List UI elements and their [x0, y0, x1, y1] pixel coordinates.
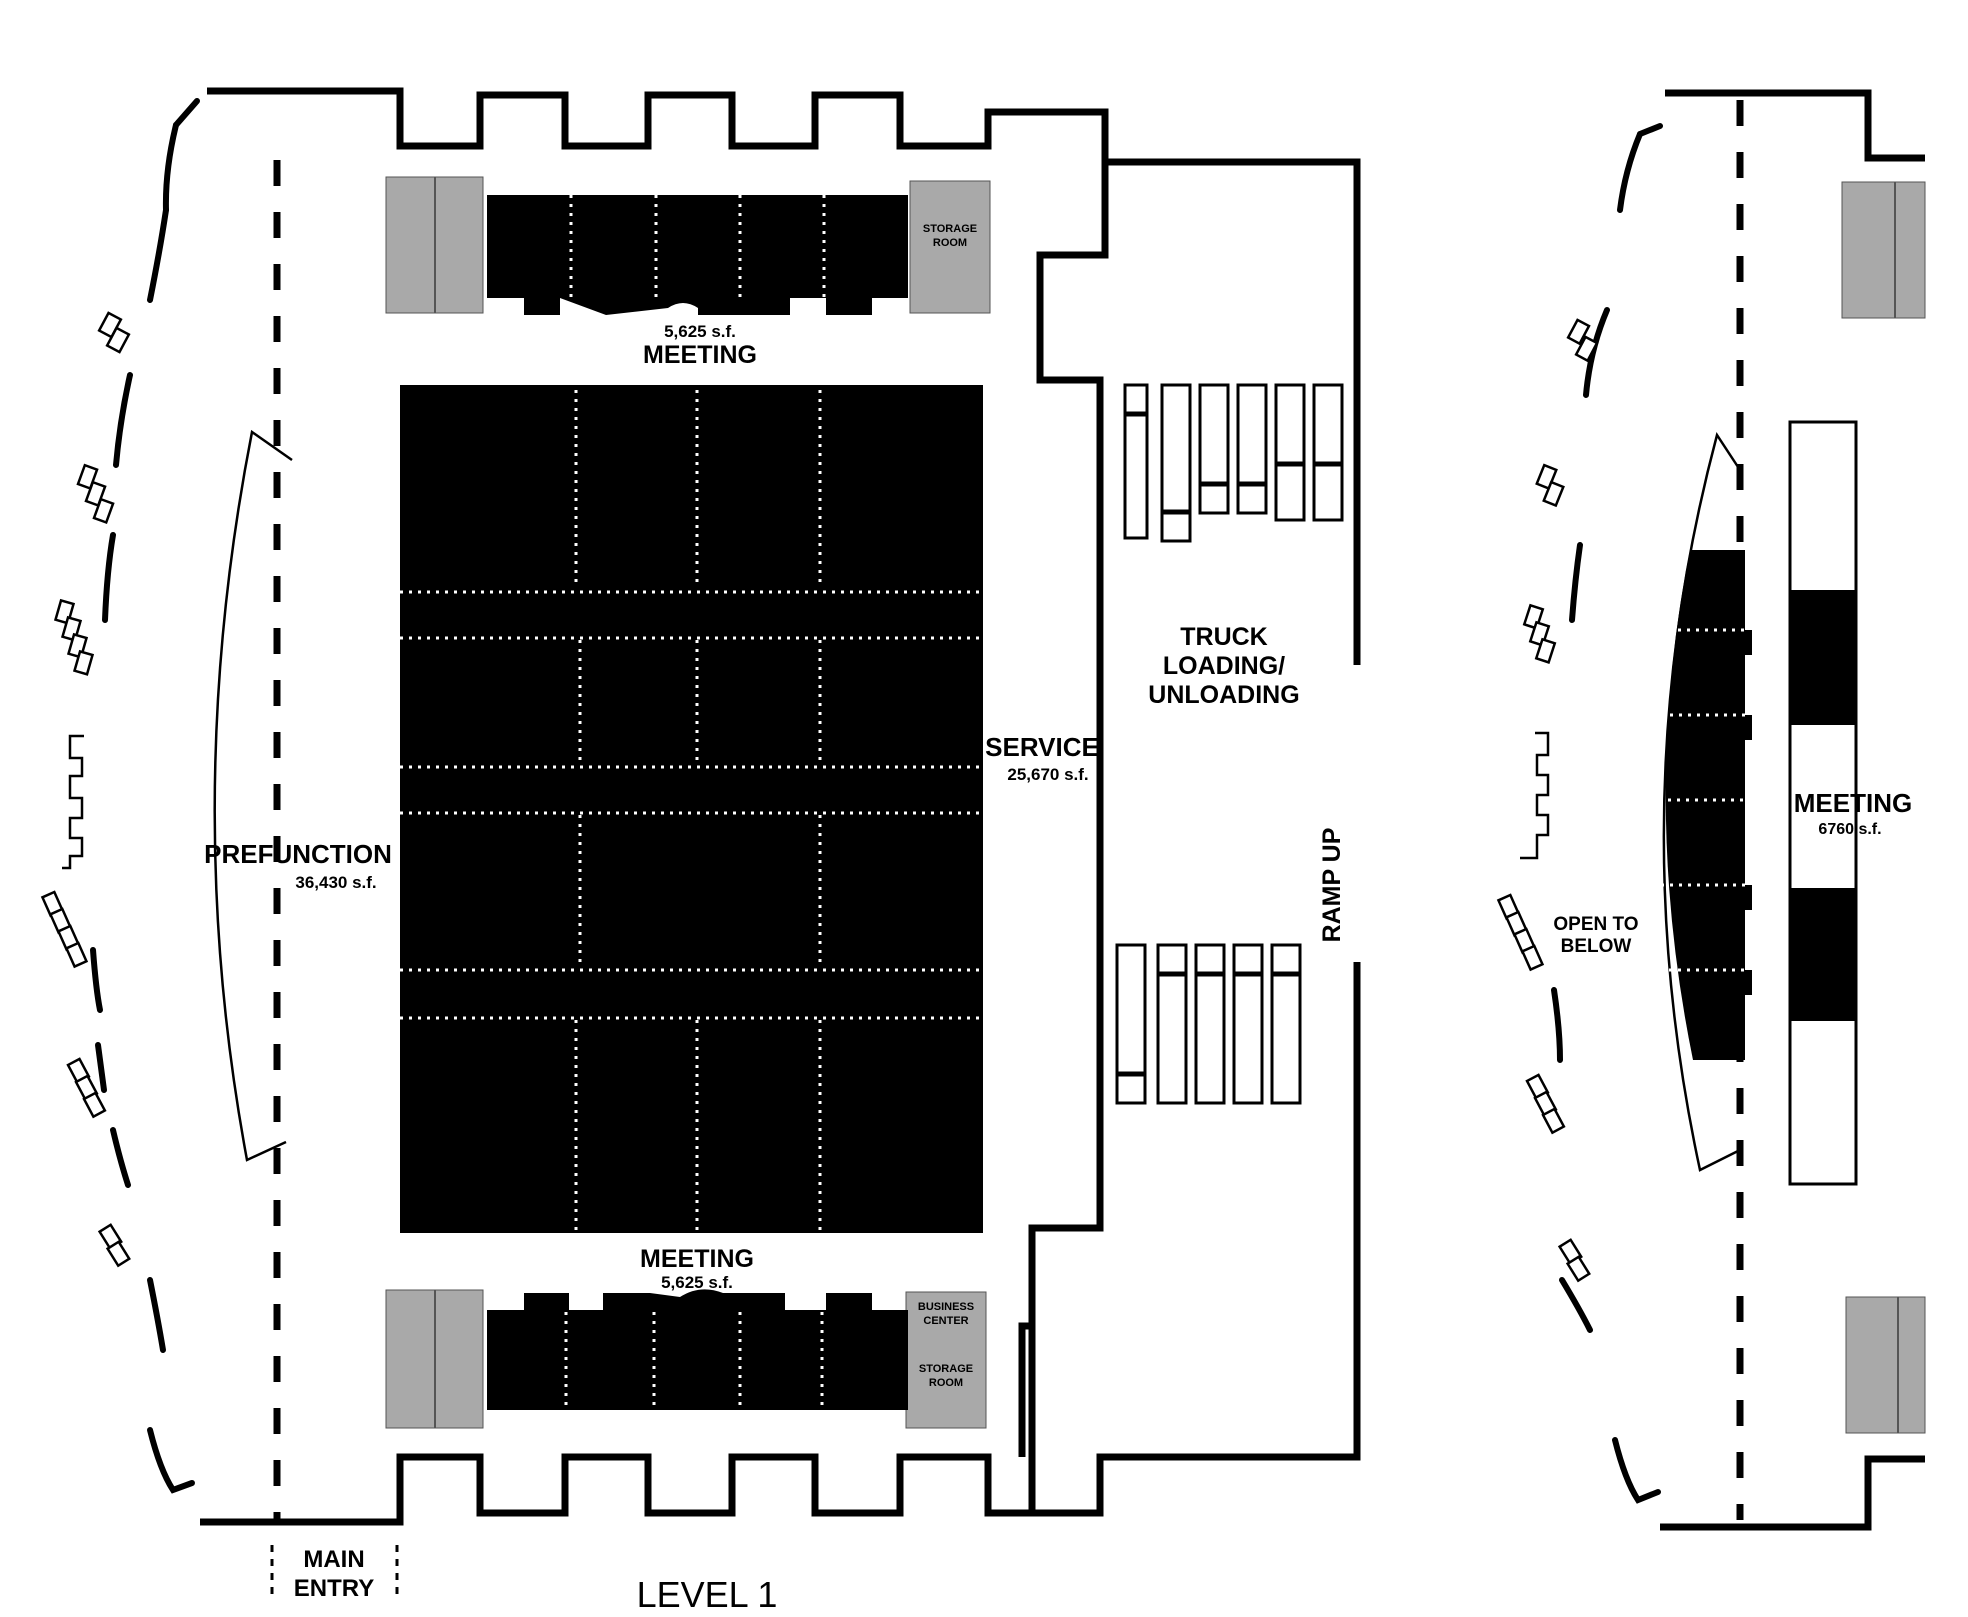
storage-top-line2: ROOM [933, 237, 967, 249]
upper-level-outline-top [1665, 89, 1925, 162]
building-outline-top [207, 87, 1361, 665]
business-storage-bottom [905, 1291, 987, 1429]
prefunction-name: PREFUNCTION [204, 839, 392, 869]
upper-facade-bracket [1520, 731, 1550, 860]
upper-storage-top [1841, 181, 1926, 319]
service-name: SERVICE [985, 732, 1099, 762]
truck-bays-upper [1123, 383, 1344, 543]
storage-bottom-line1: STORAGE [919, 1363, 973, 1375]
upper-level-outline-bottom [1660, 1455, 1925, 1531]
business-center-line1: BUSINESS [918, 1301, 974, 1313]
meeting-bottom-room [487, 1289, 908, 1410]
storage-room-top [909, 180, 991, 314]
service-wall-lower [1022, 1322, 1036, 1513]
exhibit-hall [400, 385, 983, 1233]
upper-meeting-rooms [1665, 550, 1745, 1060]
upper-meeting-dark-bottom [1790, 888, 1856, 1021]
upper-meeting-area: 6760 s.f. [1818, 821, 1881, 838]
building-outline-bottom [200, 962, 1361, 1526]
service-area: 25,670 s.f. [1007, 765, 1088, 784]
facade-windows [40, 311, 131, 1268]
meeting-top-name: MEETING [643, 341, 757, 369]
facade-bracket [62, 734, 84, 870]
upper-meeting-dark-top [1790, 590, 1856, 725]
facade-curve [90, 98, 200, 1494]
truck-line2: LOADING/ [1163, 652, 1285, 680]
truck-line1: TRUCK [1180, 623, 1268, 651]
meeting-top-area: 5,625 s.f. [664, 322, 736, 341]
storage-bottom-line2: ROOM [929, 1377, 963, 1389]
truck-line3: UNLOADING [1148, 681, 1299, 709]
meeting-bottom-area: 5,625 s.f. [661, 1273, 733, 1292]
truck-bays-lower [1115, 943, 1302, 1105]
upper-meeting-name: MEETING [1794, 788, 1912, 818]
ramp-up: RAMP UP [1318, 828, 1346, 943]
storage-top-line1: STORAGE [923, 223, 977, 235]
meeting-bottom-name: MEETING [640, 1245, 754, 1273]
upper-facade-windows [1496, 318, 1599, 1283]
prefunction-area: 36,430 s.f. [295, 873, 376, 892]
meeting-top-room [487, 195, 908, 315]
hall-dividers [400, 390, 983, 1230]
upper-storage-bottom [1845, 1296, 1926, 1434]
open-to-below-line2: BELOW [1561, 936, 1632, 957]
main-entry-line1: MAIN [303, 1546, 364, 1573]
upper-meeting-column [1788, 420, 1858, 1186]
level-title: LEVEL 1 [637, 1574, 778, 1615]
business-center-line2: CENTER [923, 1315, 968, 1327]
prefunction-arc [213, 429, 293, 1162]
open-to-below-line1: OPEN TO [1553, 914, 1638, 935]
open-to-below-arc [1662, 431, 1742, 1172]
main-entry-line2: ENTRY [294, 1575, 374, 1602]
service-wall [1018, 162, 1109, 1457]
